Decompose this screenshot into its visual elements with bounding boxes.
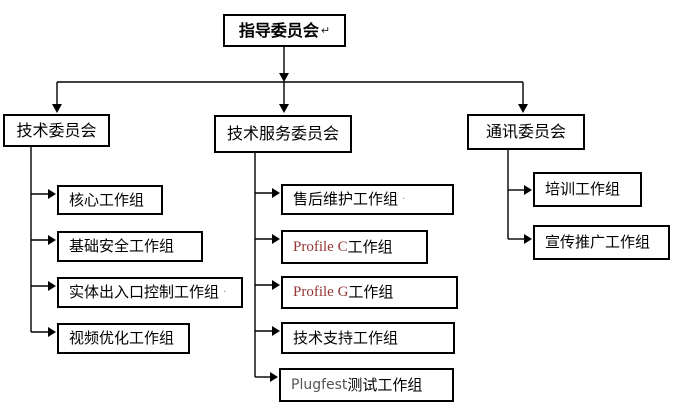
connector-service-committee-children (254, 153, 280, 382)
node-technical-support-working-group: 技术支持工作组 (281, 322, 455, 354)
node-label-latin: Profile G (293, 284, 349, 300)
arrowhead-icon (48, 281, 56, 291)
arrowhead-icon (518, 104, 528, 113)
node-label: 指导委员会 (238, 20, 319, 40)
node-label: 基础安全工作组 (69, 237, 175, 255)
node-label: 通讯委员会 (485, 122, 566, 141)
arrowhead-icon (279, 104, 289, 113)
node-label: 技术委员会 (16, 120, 97, 140)
node-label: 实体出入口控制工作组 (69, 283, 220, 301)
node-label: 技术支持工作组 (293, 328, 399, 347)
arrowhead-icon (270, 372, 278, 382)
connector-communication-committee-children (507, 150, 532, 244)
arrowhead-icon (52, 104, 62, 113)
arrowhead-icon (48, 235, 56, 245)
node-basic-security-working-group: 基础安全工作组 (57, 231, 203, 262)
format-mark-icon: · (402, 193, 406, 205)
node-plugfest-test-working-group: Plugfest 测试工作组 (279, 368, 454, 402)
connector-technical-committee-children (30, 147, 56, 337)
node-label: 售后维护工作组 (293, 190, 399, 208)
arrowhead-icon (48, 327, 56, 337)
node-communication-committee: 通讯委员会 (467, 114, 585, 150)
node-promotion-working-group: 宣传推广工作组 (533, 225, 670, 260)
arrowhead-icon (524, 234, 532, 244)
arrowhead-icon (279, 73, 289, 82)
node-video-optimization-working-group: 视频优化工作组 (57, 323, 190, 354)
node-label-latin: Profile C (293, 238, 348, 255)
node-profile-g-working-group: Profile G 工作组 (281, 276, 458, 309)
arrowhead-icon (272, 234, 280, 244)
paragraph-return-icon: ↵ (320, 24, 331, 37)
arrowhead-icon (272, 280, 280, 290)
node-training-working-group: 培训工作组 (533, 172, 642, 207)
arrowhead-icon (524, 185, 532, 195)
node-label: 核心工作组 (69, 190, 145, 209)
arrowhead-icon (272, 188, 280, 198)
node-profile-c-working-group: Profile C 工作组 (281, 230, 428, 264)
node-label: 宣传推广工作组 (545, 233, 651, 251)
node-steering-committee: 指导委员会↵ (223, 14, 346, 47)
node-label-latin: Plugfest (291, 377, 348, 393)
node-label: 技术服务委员会 (226, 124, 339, 143)
arrowhead-icon (272, 326, 280, 336)
node-aftersales-maintenance-working-group: 售后维护工作组· (281, 184, 454, 215)
node-core-working-group: 核心工作组 (57, 185, 163, 215)
node-label: 工作组 (347, 237, 393, 256)
format-mark-icon: · (223, 286, 227, 298)
node-entity-access-control-working-group: 实体出入口控制工作组· (57, 277, 243, 308)
node-technical-committee: 技术委员会 (3, 114, 110, 147)
node-label: 视频优化工作组 (69, 329, 175, 347)
arrowhead-icon (48, 189, 56, 199)
node-label: 测试工作组 (347, 375, 423, 394)
connector-root-to-committees (52, 47, 528, 113)
node-technical-service-committee: 技术服务委员会 (214, 115, 352, 153)
node-label: 工作组 (348, 283, 394, 301)
node-label: 培训工作组 (545, 180, 621, 198)
